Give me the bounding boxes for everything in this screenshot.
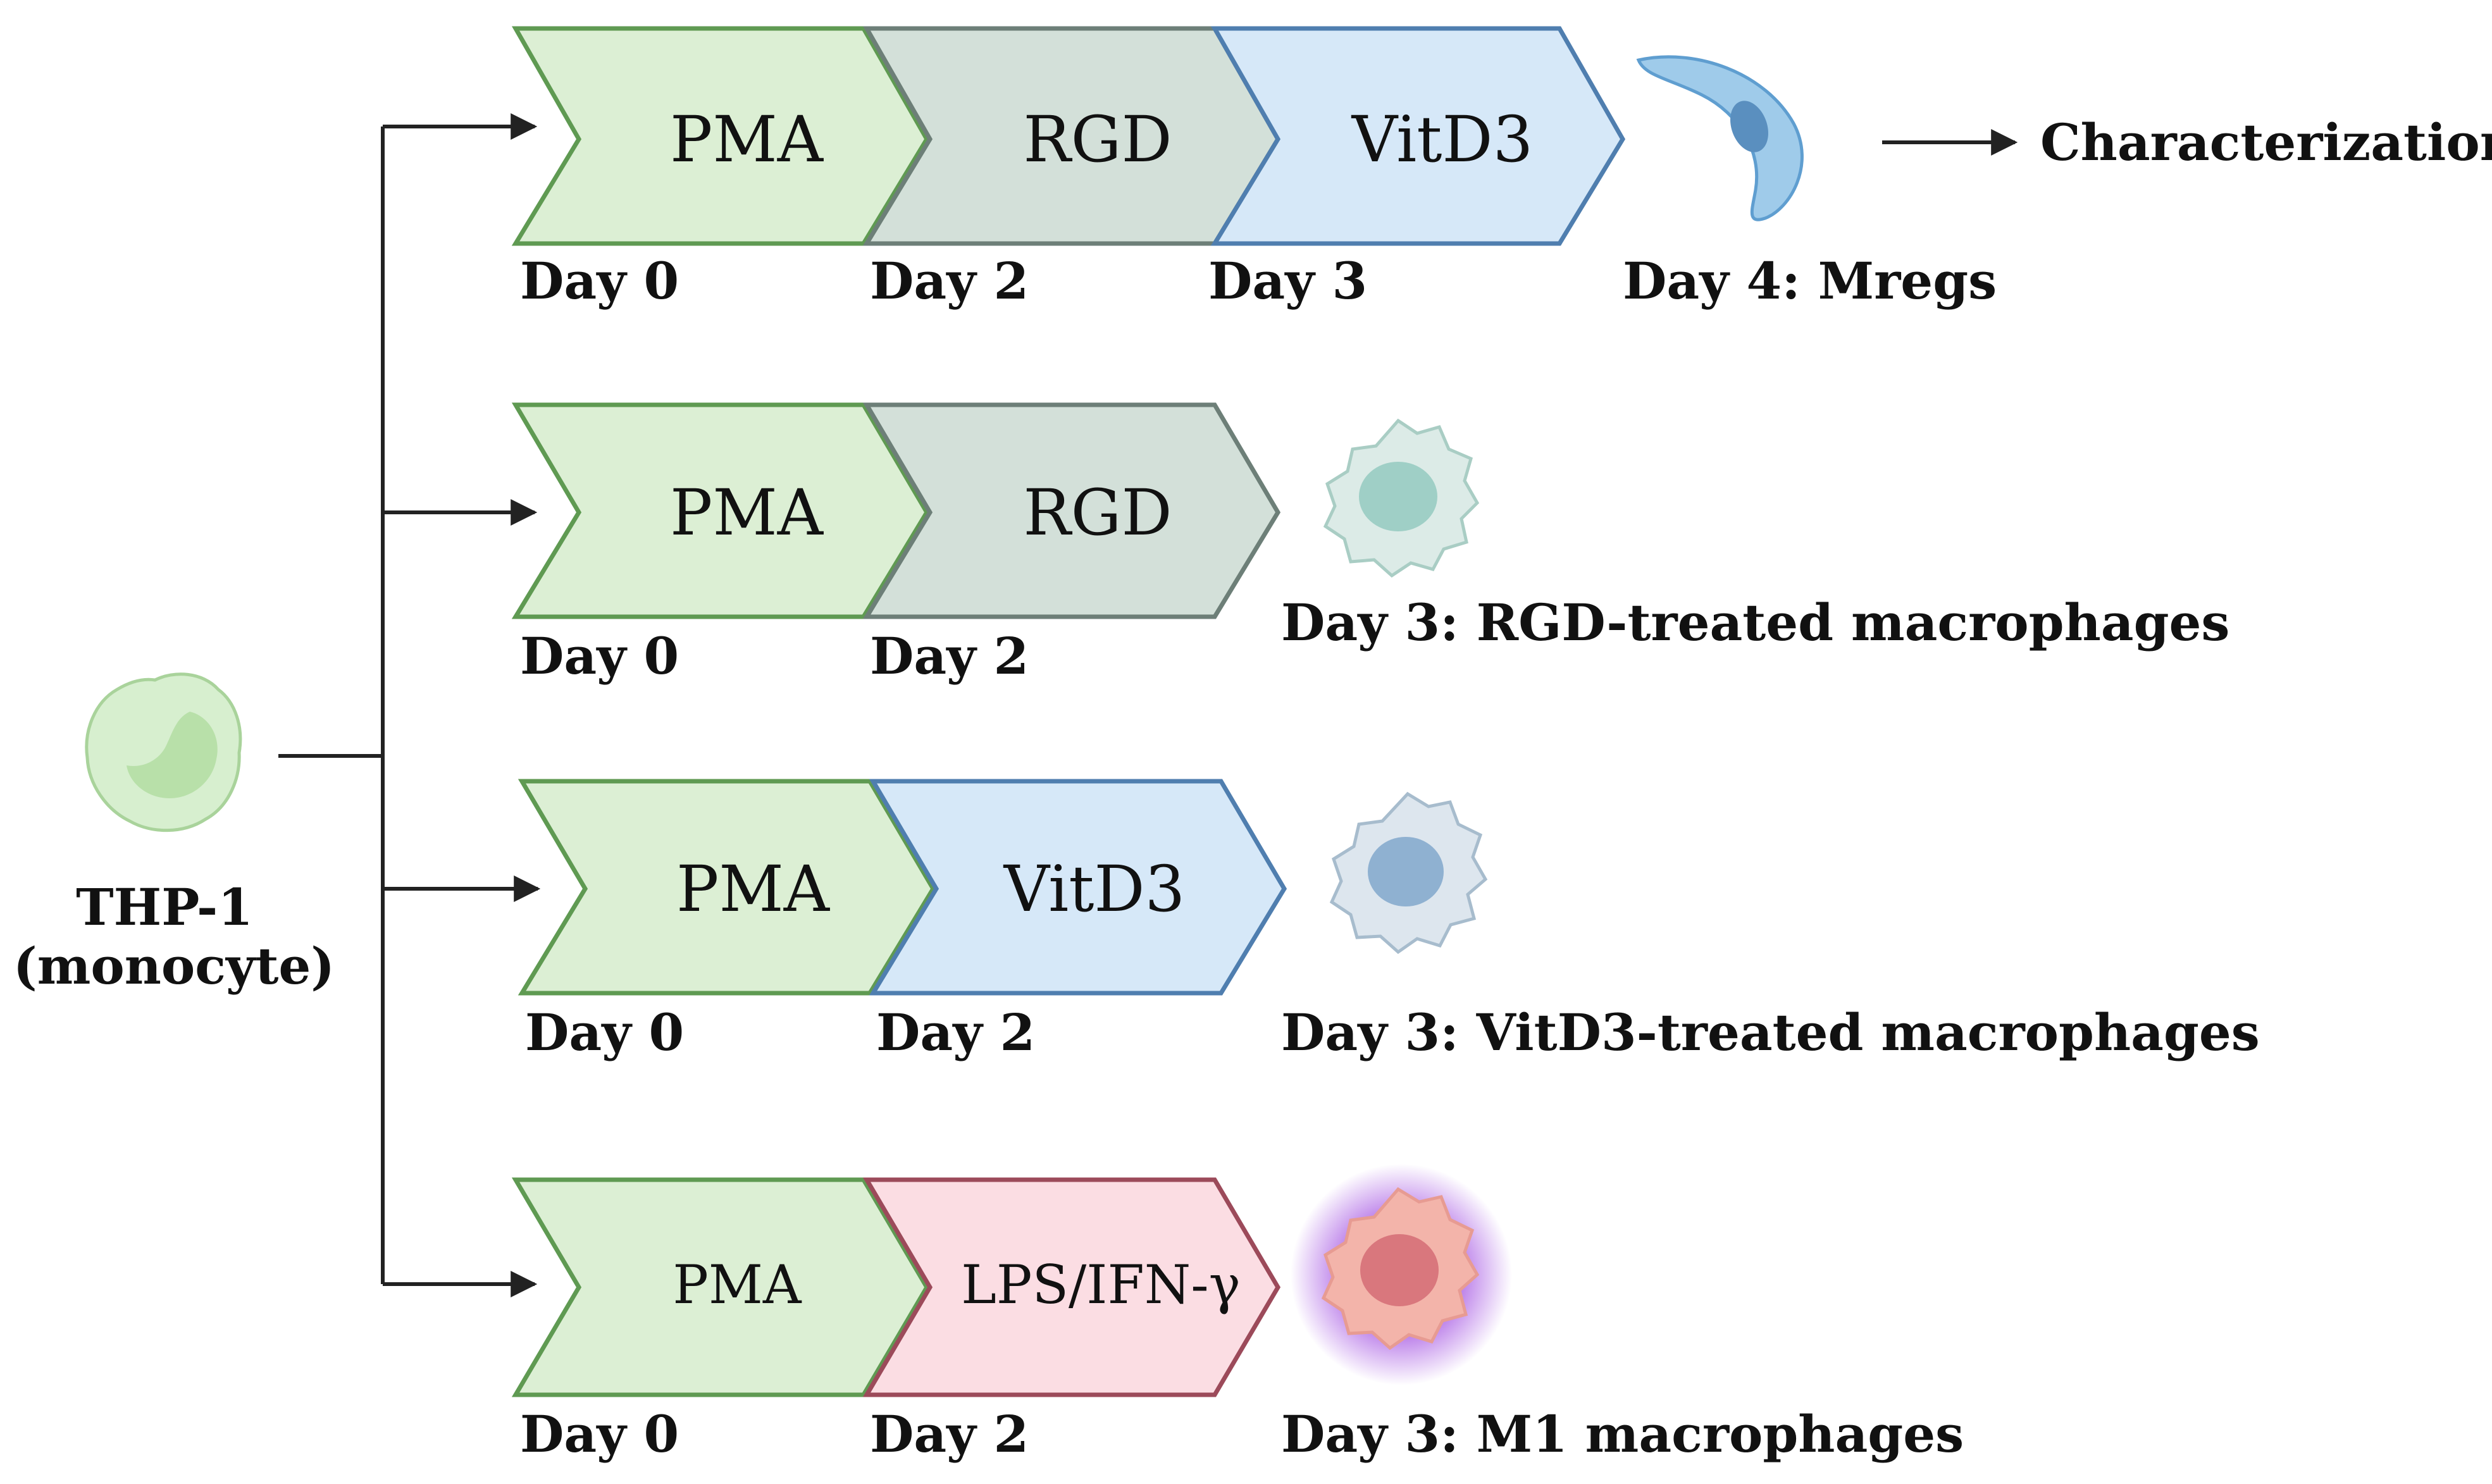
teal-macrophage-icon (1323, 418, 1480, 578)
step-chevron-pma (511, 26, 930, 246)
pink-macrophage-icon (1291, 1164, 1512, 1385)
day-label: Day 2 (870, 251, 1029, 311)
step-label: PMA (673, 1254, 802, 1316)
step-chevron-rgd (862, 402, 1281, 619)
characterization-label: Characterization (2040, 113, 2492, 172)
step-chevron-pma (511, 402, 930, 619)
day-label: Day 2 (870, 1404, 1029, 1464)
pathway-row-2: PMA RGD Day 0 Day 2 Day 3: RGD-treated m… (511, 402, 2229, 686)
step-label: VitD3 (1003, 852, 1185, 926)
day-label: Day 0 (525, 1003, 684, 1062)
step-label: RGD (1023, 102, 1172, 176)
pathway-row-1: PMA RGD VitD3 Day 0 Day 2 Day 3 Day 4: M… (511, 26, 2492, 311)
step-label: PMA (670, 476, 824, 550)
outcome-label: Day 3: RGD-treated macrophages (1281, 593, 2229, 652)
day-label: Day 0 (520, 251, 679, 311)
step-label: LPS/IFN-γ (961, 1254, 1241, 1316)
day-label: Day 0 (520, 626, 679, 686)
pathway-row-4: PMA LPS/IFN-γ Day 0 Day 2 Day 3: M1 macr… (511, 1164, 1964, 1464)
day-label: Day 2 (876, 1003, 1035, 1062)
step-chevron-vitd3 (869, 779, 1287, 996)
outcome-label: Day 3: VitD3-treated macrophages (1281, 1003, 2260, 1062)
day-label: Day 3 (1208, 251, 1367, 311)
step-label: RGD (1023, 476, 1172, 550)
source-label-line2: (monocyte) (13, 936, 335, 996)
step-chevron-pma (511, 1177, 930, 1397)
step-label: PMA (670, 102, 824, 176)
source-label-line1: THP-1 (76, 877, 253, 937)
monocyte-cell-icon (85, 672, 242, 832)
branch-connectors (278, 113, 541, 1297)
outcome-label: Day 3: M1 macrophages (1281, 1404, 1964, 1464)
step-chevron-lps-ifn (862, 1177, 1281, 1397)
pathway-row-3: PMA VitD3 Day 0 Day 2 Day 3: VitD3-treat… (518, 779, 2260, 1062)
step-label: PMA (676, 852, 831, 926)
crescent-cell-icon (1636, 55, 1804, 221)
step-chevron-vitd3 (1210, 26, 1626, 246)
day-label: Day 2 (870, 626, 1029, 686)
day-label: Day 0 (520, 1404, 679, 1464)
outcome-label: Day 4: Mregs (1623, 251, 1997, 311)
blue-macrophage-icon (1329, 791, 1488, 955)
step-chevron-pma (518, 779, 936, 996)
step-label: VitD3 (1351, 102, 1533, 176)
